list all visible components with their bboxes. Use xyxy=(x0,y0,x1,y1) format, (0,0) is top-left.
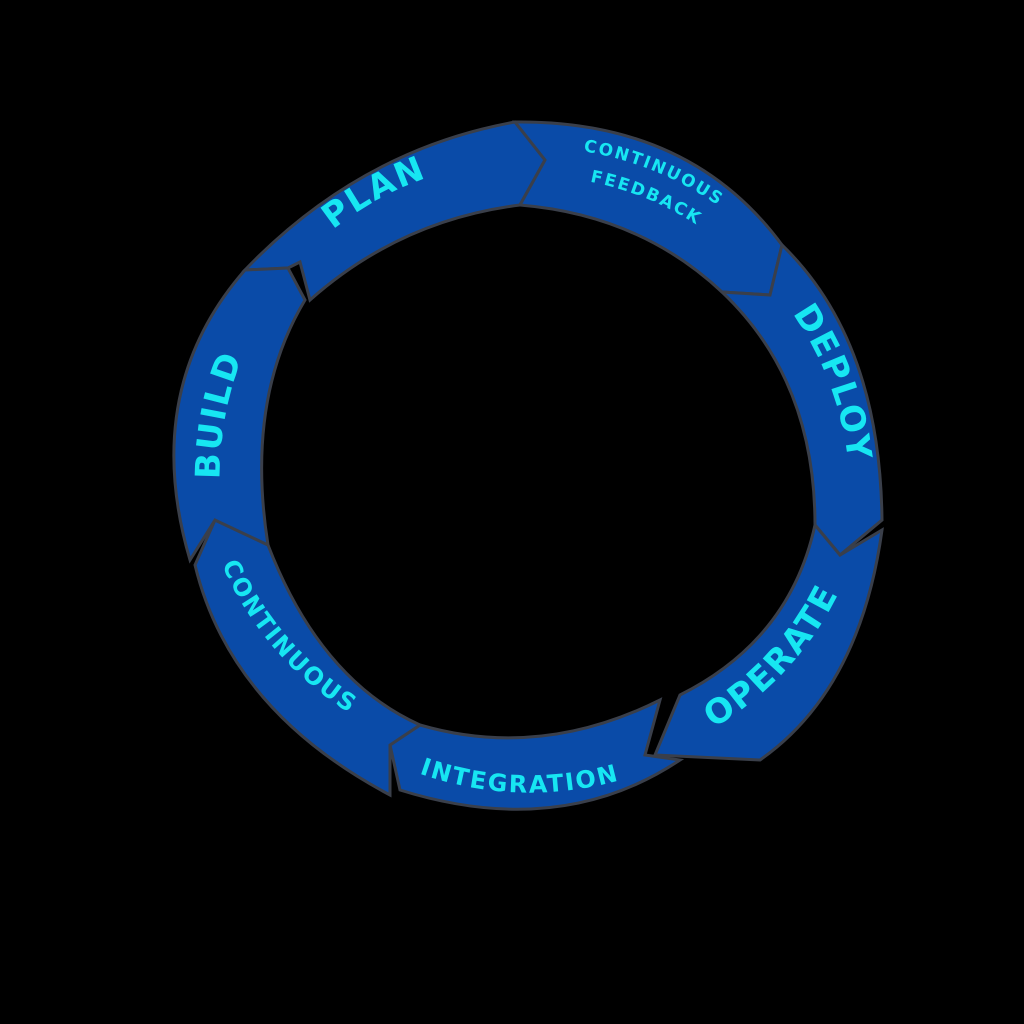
segment-integration xyxy=(388,697,685,811)
segment-continuous-feedback xyxy=(511,120,784,297)
segment-operate xyxy=(652,521,884,762)
segment-build xyxy=(172,266,307,564)
segment-continuous xyxy=(193,517,424,798)
